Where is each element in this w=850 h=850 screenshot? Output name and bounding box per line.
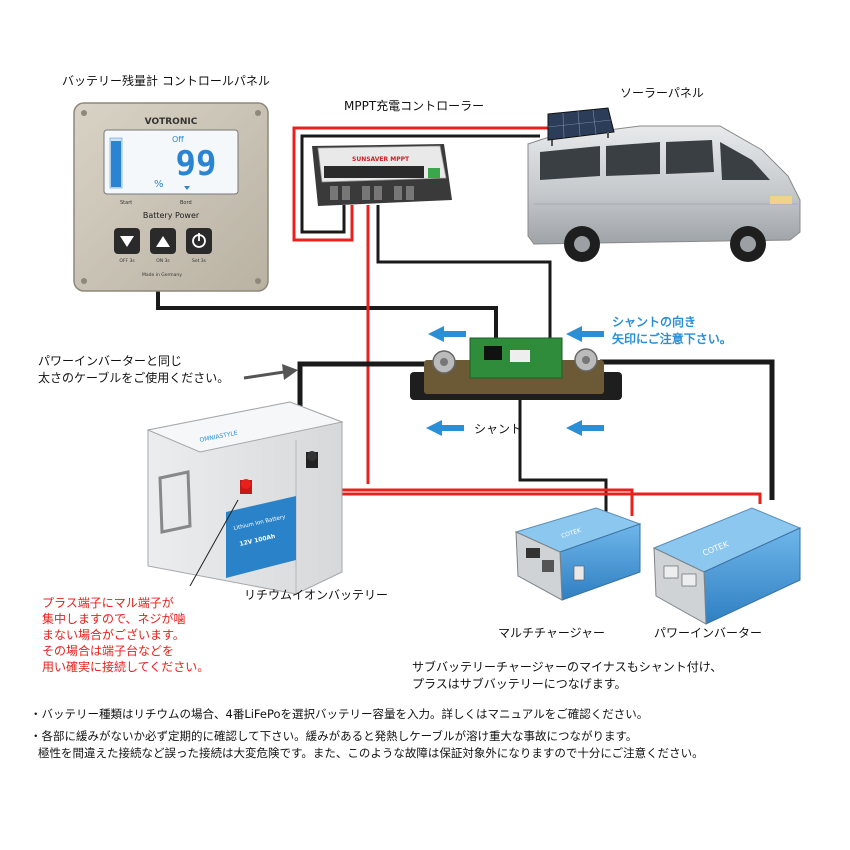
arrow-left-icon (566, 326, 604, 342)
shunt-label: シャント (474, 422, 523, 436)
monitor-start-label: Start (120, 200, 132, 206)
arrow-left-icon (566, 420, 604, 436)
monitor-brand: VOTRONIC (145, 117, 198, 127)
warning-line1: プラス端子にマル端子が (42, 596, 174, 610)
battery-negative-terminal (306, 451, 318, 468)
multi-charger-label: マルチチャージャー (498, 626, 606, 640)
van-with-solar-panel (527, 107, 801, 262)
cable-note-line2: 太さのケーブルをご使用ください。 (38, 371, 230, 385)
battery-positive-terminal (240, 479, 252, 494)
inverter-outlets (663, 565, 697, 587)
note-polarity-danger: 極性を間違えた接続など誤った接続は大変危険です。また、このような故障は保証対象外… (38, 746, 704, 760)
monitor-level-bar (109, 137, 123, 189)
monitor-made-in: Made in Germany (142, 272, 182, 278)
lithium-battery-label: リチウムイオンバッテリー (244, 588, 389, 602)
lithium-battery: OMNIASTYLE Lithium Ion Battery 12V 100Ah (146, 401, 344, 595)
monitor-bord-label: Bord (180, 200, 192, 206)
sub-battery-note-line1: サブバッテリーチャージャーのマイナスもシャント付け、 (412, 660, 723, 674)
power-inverter-label: パワーインバーター (654, 626, 763, 640)
arrow-left-icon (426, 420, 464, 436)
battery-label: Lithium Ion Battery 12V 100Ah (226, 496, 296, 578)
shunt-direction-note-line1: シャントの向き (612, 315, 697, 329)
multi-charger: COTEK (514, 507, 642, 601)
monitor-off-button[interactable] (114, 228, 140, 254)
monitor-btn-on-label: ON 3s (156, 258, 170, 264)
note-check-loose: ・各部に緩みがないか必ず定期的に確認して下さい。緩みがあると発熱しケーブルが溶け… (30, 729, 638, 743)
controller-terminals (330, 186, 414, 200)
monitor-set-button[interactable] (186, 228, 212, 254)
monitor-unit: % (154, 179, 164, 190)
shunt (410, 337, 622, 400)
shunt-direction-note-line2: 矢印にご注意下さい。 (612, 332, 732, 346)
cable-note-line1: パワーインバーターと同じ (38, 354, 183, 368)
monitor-title: Battery Power (143, 211, 200, 220)
arrow-left-icon (428, 326, 466, 342)
battery-handle (158, 470, 192, 534)
mppt-controller: SUNSAVER MPPT (312, 144, 452, 206)
monitor-btn-off-label: OFF 3s (119, 258, 135, 264)
battery-monitor-panel-label: バッテリー残量計 コントロールパネル (62, 74, 270, 88)
monitor-btn-set-label: Set 3s (192, 258, 207, 264)
van-windows (540, 140, 770, 180)
warning-pointer-line (189, 499, 239, 587)
monitor-on-button[interactable] (150, 228, 176, 254)
shunt-direction-arrows (426, 326, 604, 436)
controller-brand: SUNSAVER MPPT (352, 156, 410, 163)
power-inverter: COTEK (652, 507, 802, 625)
solar-panel-module (547, 107, 615, 146)
monitor-status: Off (172, 135, 184, 144)
warning-line5: 用い確実に接続してください。 (42, 660, 210, 674)
warning-line4: その場合は端子台などを (42, 644, 175, 658)
battery-monitor-panel: VOTRONIC Off 99 % Start Bord Battery Pow… (73, 102, 269, 292)
monitor-value: 99 (176, 144, 217, 184)
monitor-lcd (103, 129, 239, 195)
cable-pointer-arrow-icon (243, 364, 298, 380)
mppt-controller-label: MPPT充電コントローラー (344, 99, 485, 113)
shunt-bolts (432, 348, 598, 374)
warning-line2: 集中しますので、ネジが噛 (42, 612, 186, 626)
warning-line3: まない場合がございます。 (42, 628, 185, 642)
sub-battery-note-line2: プラスはサブバッテリーにつなげます。 (412, 677, 627, 691)
note-battery-type: ・バッテリー種類はリチウムの場合、4番LiFePoを選択バッテリー容量を入力。詳… (30, 707, 649, 721)
van-wheels (564, 226, 766, 262)
solar-panel-label: ソーラーパネル (620, 86, 704, 100)
